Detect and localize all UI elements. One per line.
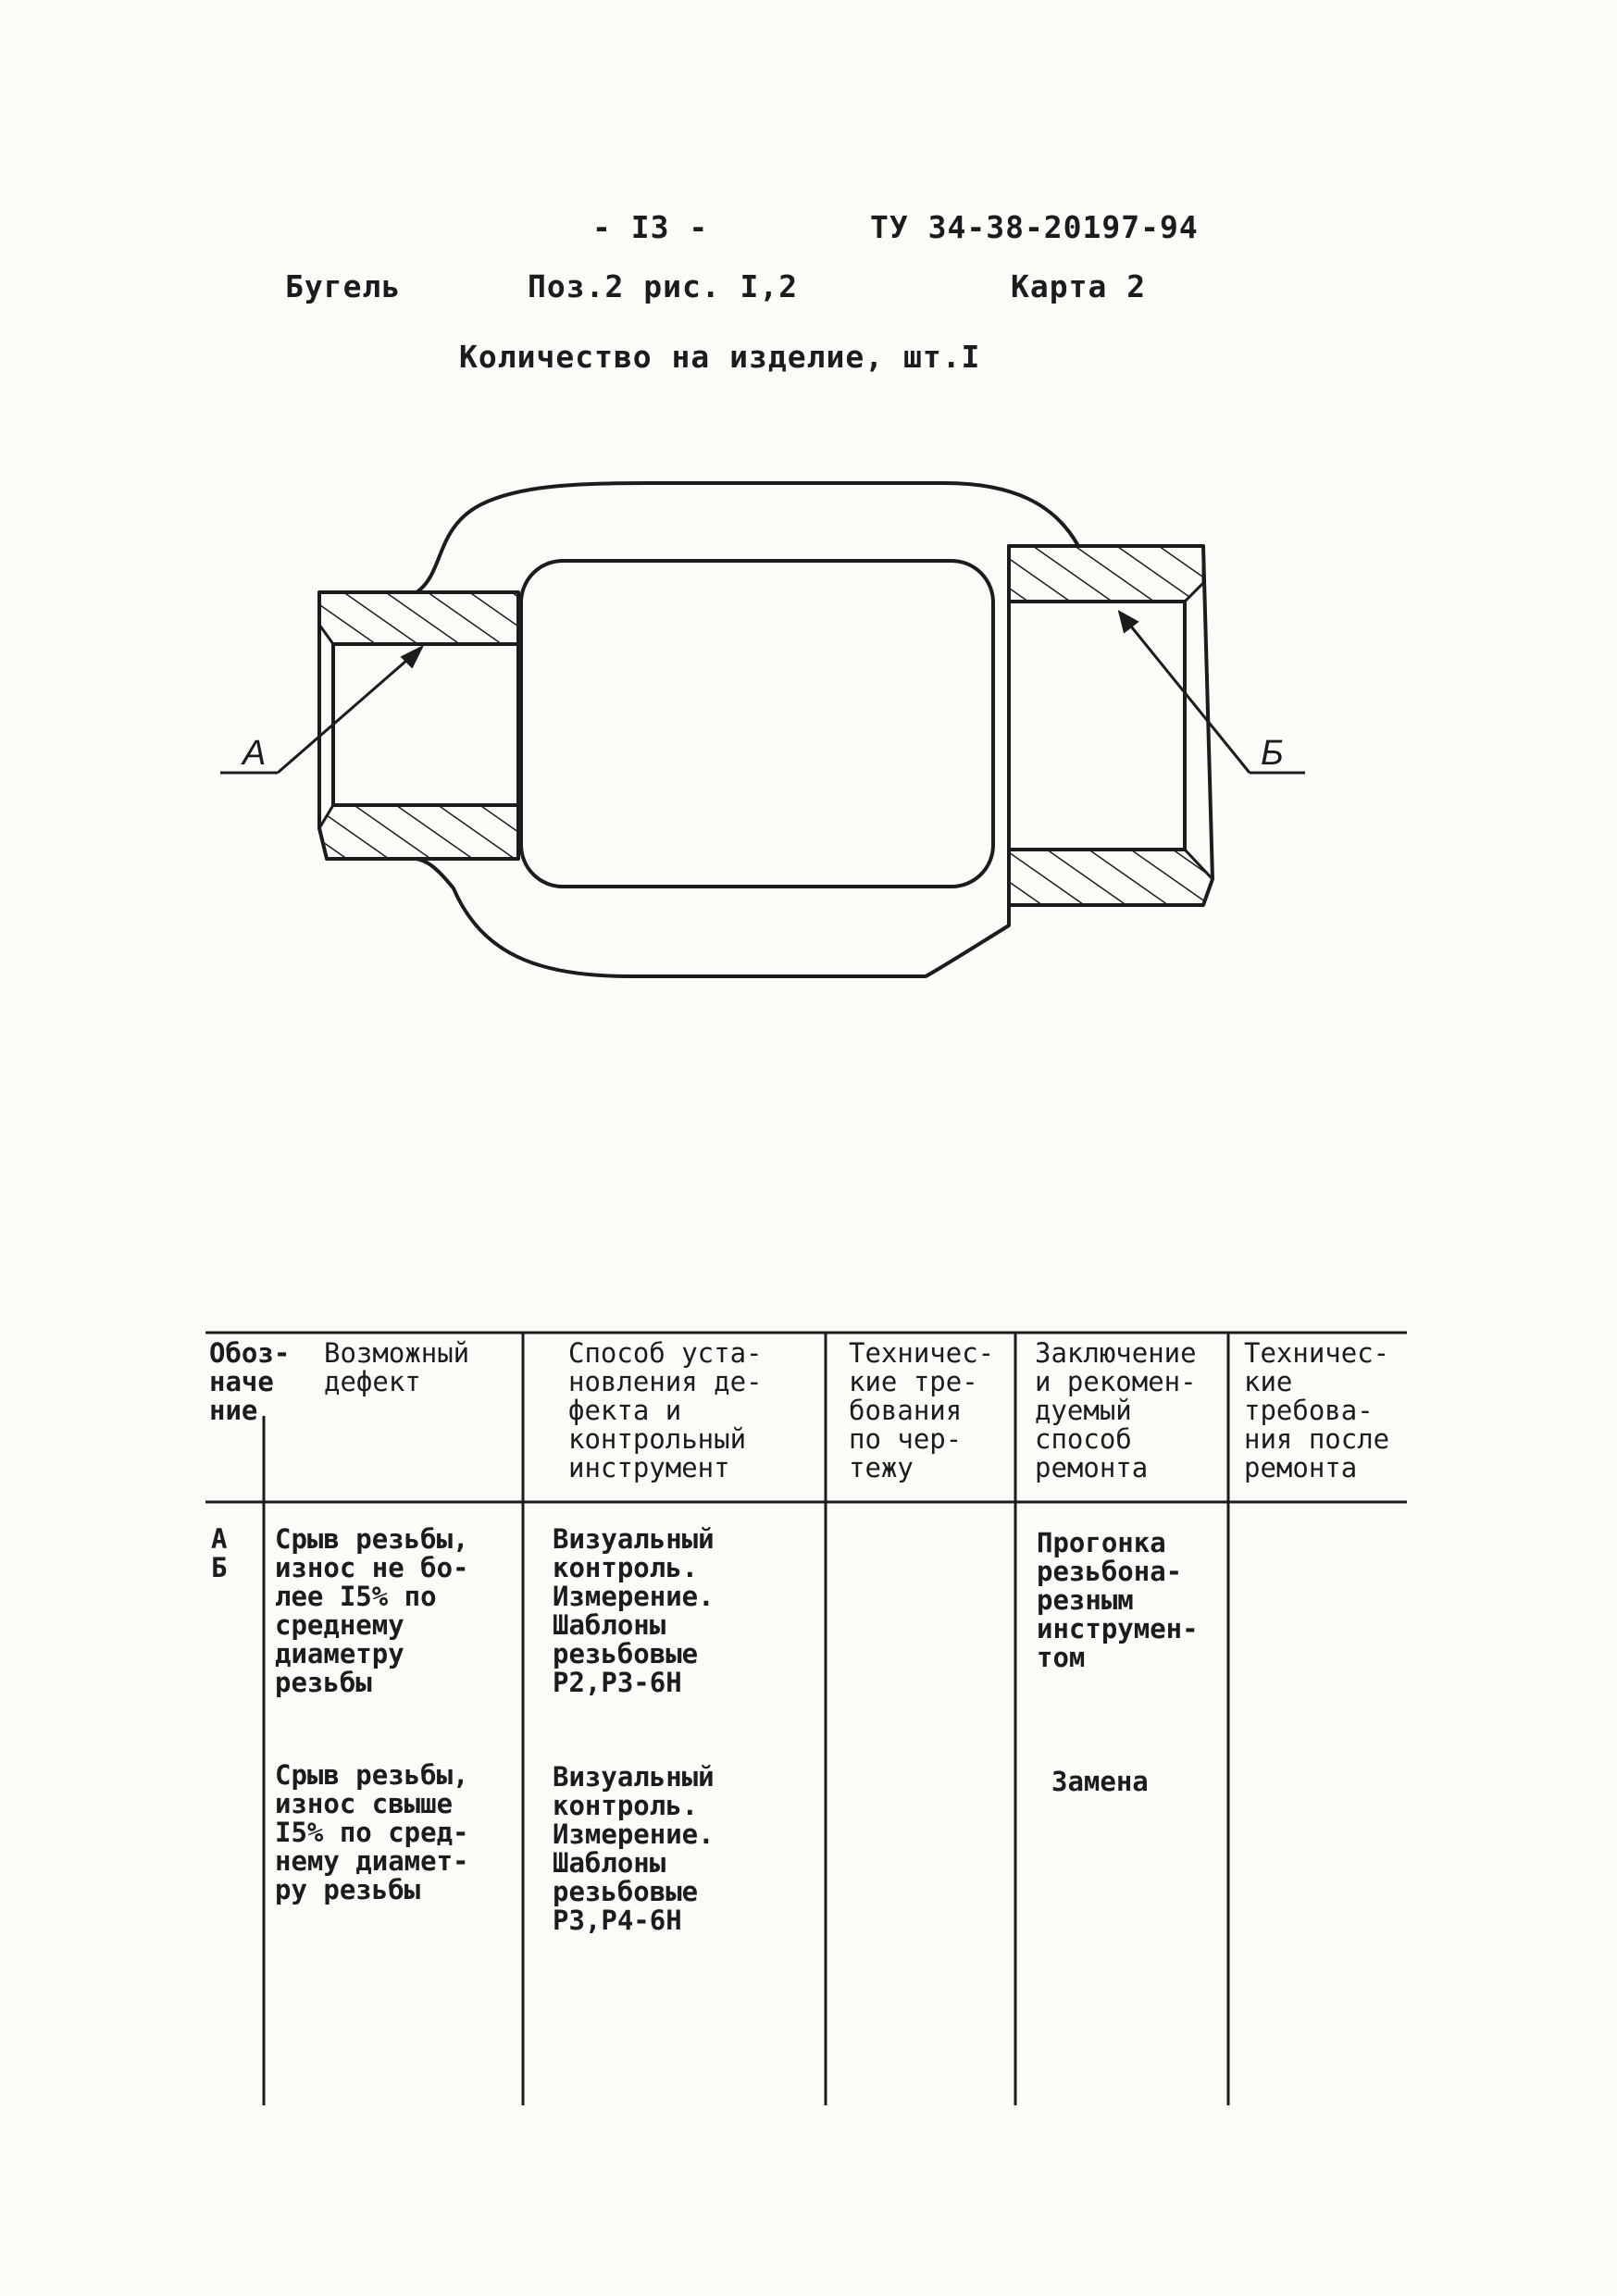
body-outline xyxy=(415,481,1080,978)
row2-repair: Замена xyxy=(1051,1766,1149,1797)
page-number: - I3 - xyxy=(592,209,709,245)
part-name: Бугель xyxy=(285,268,402,304)
card-number: Карта 2 xyxy=(1011,268,1147,304)
part-drawing: А Б xyxy=(220,481,1305,978)
hatch-right-top xyxy=(1007,544,1205,603)
position-reference: Поз.2 рис. I,2 xyxy=(528,268,799,304)
hatch-right-bottom xyxy=(1007,848,1214,907)
hatch-left-top xyxy=(317,590,520,646)
document-code: ТУ 34-38-20197-94 xyxy=(870,209,1199,245)
defect-table-grid xyxy=(205,1331,1407,2105)
label-a: А xyxy=(241,734,266,773)
inner-cavity xyxy=(519,559,995,888)
quantity-per-product: Количество на изделие, шт.I xyxy=(459,339,981,375)
hatch-left-bottom xyxy=(317,803,520,861)
label-b: Б xyxy=(1261,734,1284,773)
